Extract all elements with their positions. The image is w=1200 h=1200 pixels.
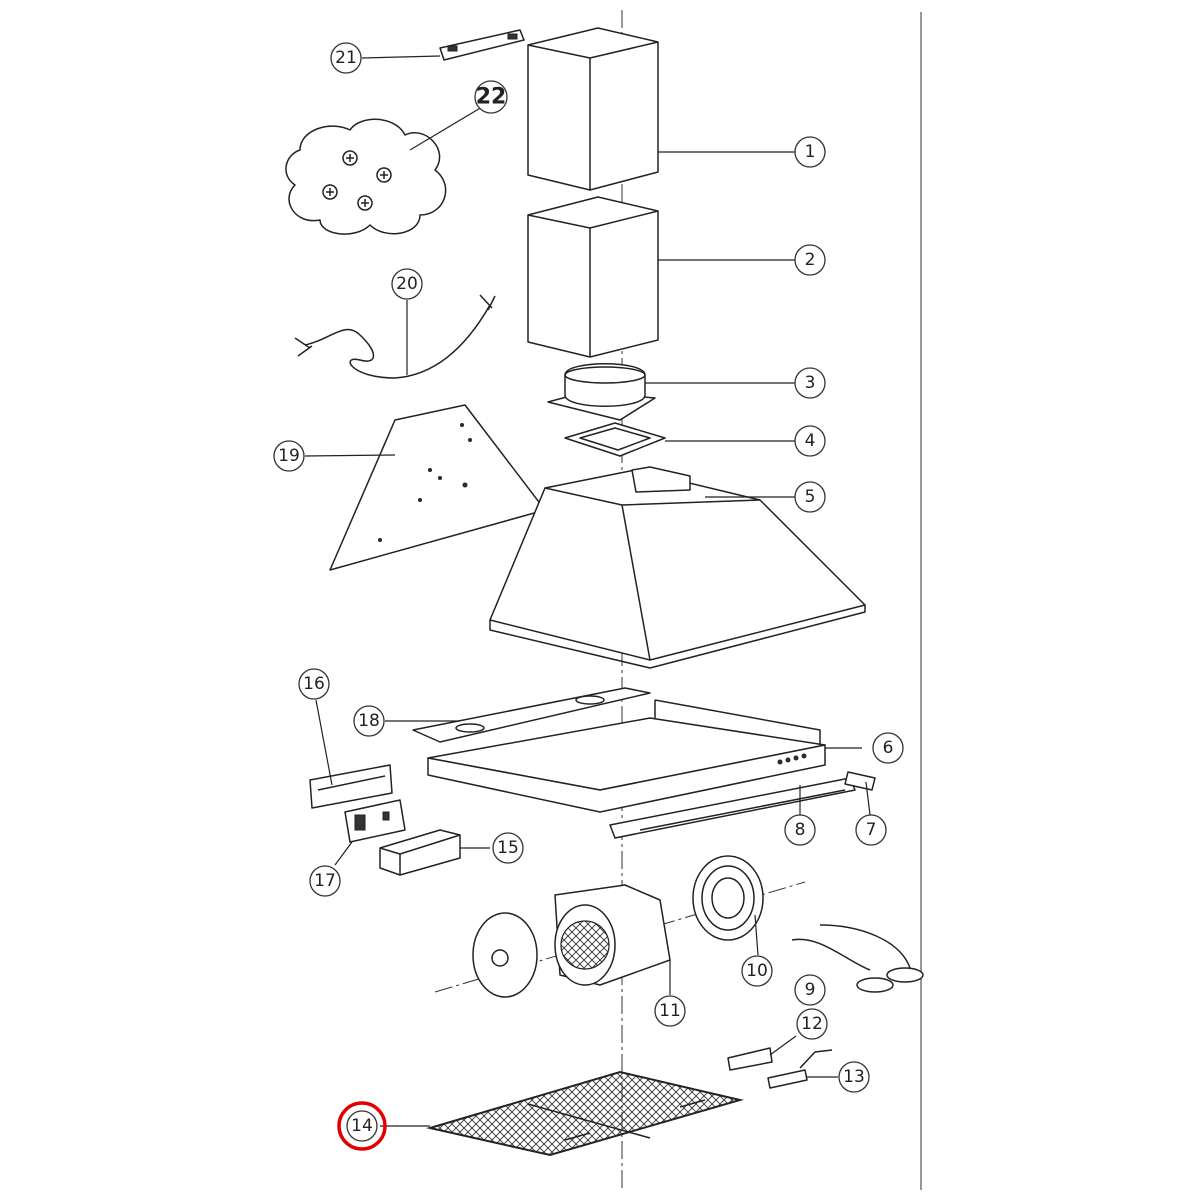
part-8-support-rail (609, 777, 856, 839)
callout-17: 17 (309, 865, 341, 897)
callout-number: 20 (396, 274, 418, 294)
callout-number: 9 (805, 980, 816, 1000)
callout-number: 10 (746, 961, 768, 981)
part-13-switch (767, 1049, 833, 1089)
callout-18: 18 (353, 705, 385, 737)
callout-2: 2 (794, 244, 826, 276)
screw-icon (376, 167, 392, 183)
callout-number: 16 (303, 674, 325, 694)
callout-16: 16 (298, 668, 330, 700)
callout-number: 18 (358, 711, 380, 731)
part-5-hood-canopy (489, 466, 866, 669)
part-6-bottom-tray (427, 699, 826, 813)
callout-20: 20 (391, 268, 423, 300)
part-11-blower-motor (472, 884, 671, 998)
part-7-bracket (844, 771, 876, 791)
part-15-transformer (379, 829, 461, 876)
screw-icon (322, 184, 338, 200)
callout-12: 12 (796, 1008, 828, 1040)
callout-5: 5 (794, 481, 826, 513)
part-20-power-cable (294, 294, 496, 379)
callout-6: 6 (872, 732, 904, 764)
callout-9: 9 (794, 974, 826, 1006)
leader-lines (304, 55, 871, 1127)
callout-number: 22 (476, 85, 507, 110)
callout-number: 7 (866, 820, 877, 840)
callout-10: 10 (741, 955, 773, 987)
callout-number: 15 (497, 838, 519, 858)
callout-11: 11 (654, 995, 686, 1027)
callout-number: 8 (795, 820, 806, 840)
callout-number: 17 (314, 871, 336, 891)
callout-21: 21 (330, 42, 362, 74)
callout-13: 13 (838, 1061, 870, 1093)
callout-number: 6 (883, 738, 894, 758)
callout-number: 3 (805, 373, 816, 393)
part-17-control-board (344, 799, 406, 843)
part-3-duct-collar (547, 363, 656, 421)
part-12-clip (727, 1047, 773, 1071)
callout-22: 22 (474, 80, 508, 114)
part-9-lamps (791, 924, 924, 993)
part-21-bracket (439, 29, 525, 61)
callout-number: 21 (335, 48, 357, 68)
callout-number: 13 (843, 1067, 865, 1087)
part-18-top-plate (412, 687, 651, 743)
callout-4: 4 (794, 425, 826, 457)
part-1-upper-chimney (527, 27, 659, 191)
callout-3: 3 (794, 367, 826, 399)
screw-icon (357, 195, 373, 211)
callout-14: 14 (346, 1110, 378, 1142)
part-4-mounting-frame (564, 422, 666, 457)
callout-number: 12 (801, 1014, 823, 1034)
callout-8: 8 (784, 814, 816, 846)
part-10-fan-ring (692, 855, 764, 941)
callout-number: 19 (278, 446, 300, 466)
callout-19: 19 (273, 440, 305, 472)
part-19-back-panel (329, 404, 546, 571)
callout-number: 11 (659, 1001, 681, 1021)
highlight-ring (337, 1101, 387, 1151)
callout-number: 5 (805, 487, 816, 507)
part-22-screws (285, 118, 447, 235)
callout-number: 4 (805, 431, 816, 451)
callout-7: 7 (855, 814, 887, 846)
part-2-lower-chimney (527, 196, 659, 358)
callout-1: 1 (794, 136, 826, 168)
callout-number: 14 (351, 1116, 373, 1136)
screw-icon (342, 150, 358, 166)
callout-number: 1 (805, 142, 816, 162)
part-16-light-cover (309, 764, 393, 809)
callout-15: 15 (492, 832, 524, 864)
callout-number: 2 (805, 250, 816, 270)
part-14-grease-filter (426, 1070, 744, 1157)
